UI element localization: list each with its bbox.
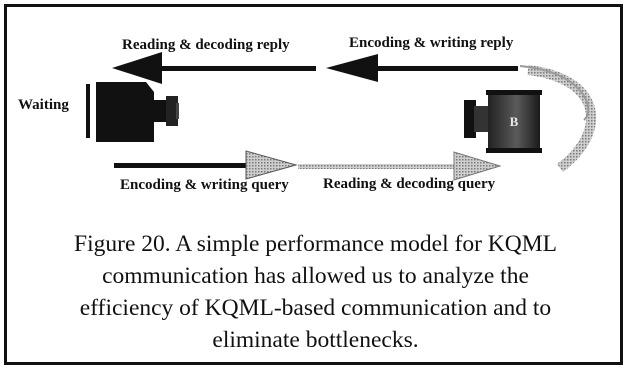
figure-caption: Figure 20. A simple performance model fo… [10,228,621,356]
caption-line: efficiency of KQML-based communication a… [79,295,552,321]
agent-a-icon [86,82,179,142]
caption-line: Figure 20. A simple performance model fo… [74,231,557,257]
performance-model-diagram: B [86,52,597,181]
caption-line: eliminate bottlenecks. [212,327,419,353]
label-encoding-writing-query: Encoding & writing query [120,177,289,193]
label-reading-decoding-query: Reading & decoding query [323,176,496,192]
figure-frame [4,4,623,365]
agent-b-icon: B [464,90,542,153]
reply-encoding-arrow [326,54,518,82]
reply-decoding-arrow [112,52,316,84]
query-encoding-arrow [114,150,298,180]
agent-b-label: B [510,114,519,129]
turnaround-curve-arrow [519,65,597,172]
label-waiting: Waiting [18,97,69,113]
label-reading-decoding-reply: Reading & decoding reply [122,37,290,53]
label-encoding-writing-reply: Encoding & writing reply [349,35,514,51]
query-decoding-arrow [298,151,502,181]
caption-line: communication has allowed us to analyze … [102,263,529,289]
